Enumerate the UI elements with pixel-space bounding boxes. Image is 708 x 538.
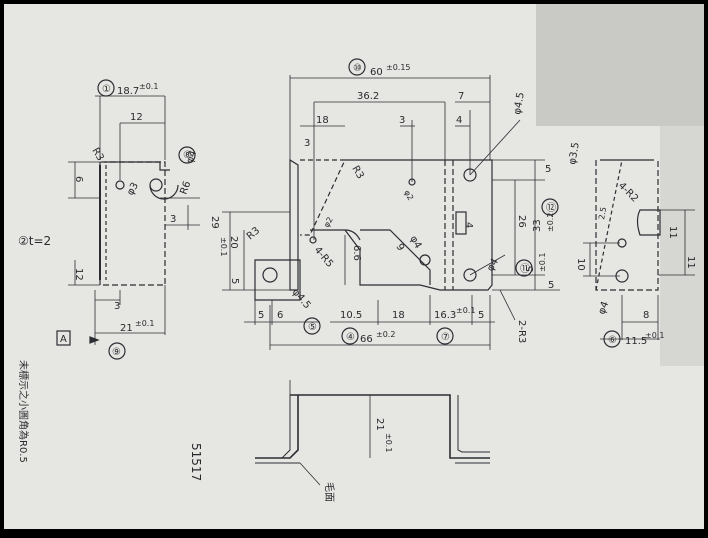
dim-3-left: 3 [304, 138, 310, 149]
left-radius: R6 [178, 180, 193, 196]
circle-8 [178, 146, 196, 164]
circle-4 [341, 327, 359, 345]
dim-33: 33 [532, 219, 543, 232]
phi-3-5: φ3.5 [567, 141, 582, 165]
datum-label: A [60, 334, 67, 345]
dim-11-5: 11.5 [625, 336, 647, 347]
dim-16-3: 16.3 [434, 310, 456, 321]
dim-5-right: 5 [545, 164, 551, 175]
vertical-note: 未標示之小圓角為R0.5 [17, 360, 30, 463]
left-bottom-height: 12 [73, 268, 84, 281]
code-label: 51517 [189, 443, 203, 481]
bottom-part [255, 380, 490, 486]
dim-29: 29 [209, 216, 220, 229]
hole-left [262, 267, 278, 283]
dim-36-2: 36.2 [357, 91, 379, 102]
circle-6 [603, 330, 621, 348]
slot [455, 211, 467, 235]
total-width: 60 [370, 67, 383, 78]
circle-11 [515, 259, 533, 277]
dim-66-tol: ±0.2 [376, 330, 395, 339]
left-hole-small [115, 180, 125, 190]
circle-7-label: ⑦ [441, 332, 450, 343]
thickness-note: ②t=2 [18, 234, 51, 248]
dim-7: 7 [458, 91, 464, 102]
left-part [56, 79, 200, 360]
phi-2-mid: φ2 [322, 216, 335, 229]
left-top-width: 18.7 [117, 86, 139, 97]
dim-9: 9 [393, 242, 406, 253]
dim-66: 66 [360, 334, 373, 345]
left-step: 3 [170, 214, 176, 225]
dim-4-mid: 4 [463, 222, 474, 228]
center-part [222, 58, 560, 350]
dim-26: 26 [516, 215, 527, 228]
dim-18: 18 [316, 115, 329, 126]
dim-33-tol: ±0.2 [546, 213, 555, 232]
dim-29-tol: ±0.1 [219, 237, 228, 256]
phi-2-top: φ2 [402, 189, 415, 202]
left-bottom-width-tol: ±0.1 [135, 319, 154, 328]
circle-4-label: ④ [346, 332, 355, 343]
left-hole-dia: φ4 [184, 149, 199, 165]
paper-shadow [536, 4, 704, 126]
hole-phi2-left [309, 236, 317, 244]
dim-21: 21 [374, 418, 385, 431]
dim-5-b: 5 [478, 310, 484, 321]
dim-11-5-tol: ±0.1 [645, 331, 664, 340]
dim-2-5: 2.5 [597, 206, 608, 220]
dim-6-bl: 6 [277, 310, 283, 321]
circle-5-label: ⑤ [308, 322, 317, 333]
dim-20: 20 [228, 236, 239, 249]
surface-label: 毛面 [323, 482, 335, 502]
r3-2: 2-R3 [516, 320, 527, 343]
dim-4: 4 [456, 115, 462, 126]
circle-1 [97, 79, 115, 97]
circle-10 [348, 58, 366, 76]
left-inner-width: 12 [130, 112, 143, 123]
left-bottom-width: 21 [120, 323, 133, 334]
dim-16-3-tol: ±0.1 [456, 306, 475, 315]
total-width-tol: ±0.15 [386, 63, 411, 72]
dim-5-tol-val: 5 [525, 266, 536, 272]
datum-box [56, 330, 71, 346]
dim-3: 3 [399, 115, 405, 126]
hole-phi4-mid [419, 254, 431, 266]
dim-8: 8 [643, 310, 649, 321]
dim-5-left: 5 [229, 278, 240, 284]
left-height: 6 [73, 176, 84, 182]
left-bottom-small: 3 [114, 301, 120, 312]
dim-18-b: 18 [392, 310, 405, 321]
hole-phi4 [463, 268, 477, 282]
phi-4-5: φ4.5 [512, 91, 527, 115]
dim-11-a: 11 [667, 226, 678, 239]
left-circle-1: ① [102, 84, 111, 95]
dim-5-bl: 5 [258, 310, 264, 321]
dim-21-tol: ±0.1 [384, 433, 393, 452]
circle-12-label: ⑫ [546, 202, 556, 214]
circle-11-label: ⑪ [520, 263, 530, 275]
left-hole-circle: ⑧ [183, 150, 192, 161]
dim-6-6: 6.6 [351, 245, 362, 261]
dim-10-5: 10.5 [340, 310, 362, 321]
right-phi-4: φ4 [596, 300, 611, 316]
dim-10: 10 [575, 258, 586, 271]
circle-10-label: ⑩ [353, 63, 362, 74]
dim-11-b: 11 [685, 256, 696, 269]
circle-6-label: ⑥ [608, 335, 617, 346]
dim-5-edge: 5 [548, 280, 554, 291]
left-top-width-tol: ±0.1 [139, 82, 158, 91]
circle-12 [541, 198, 559, 216]
dim-5-tol: ±0.1 [538, 253, 547, 272]
circle-9 [108, 342, 126, 360]
circle-7 [436, 327, 454, 345]
left-circle-9: ⑨ [112, 347, 121, 358]
right-part [583, 159, 695, 348]
circle-5 [303, 317, 321, 335]
paper-shadow-right [660, 126, 704, 366]
